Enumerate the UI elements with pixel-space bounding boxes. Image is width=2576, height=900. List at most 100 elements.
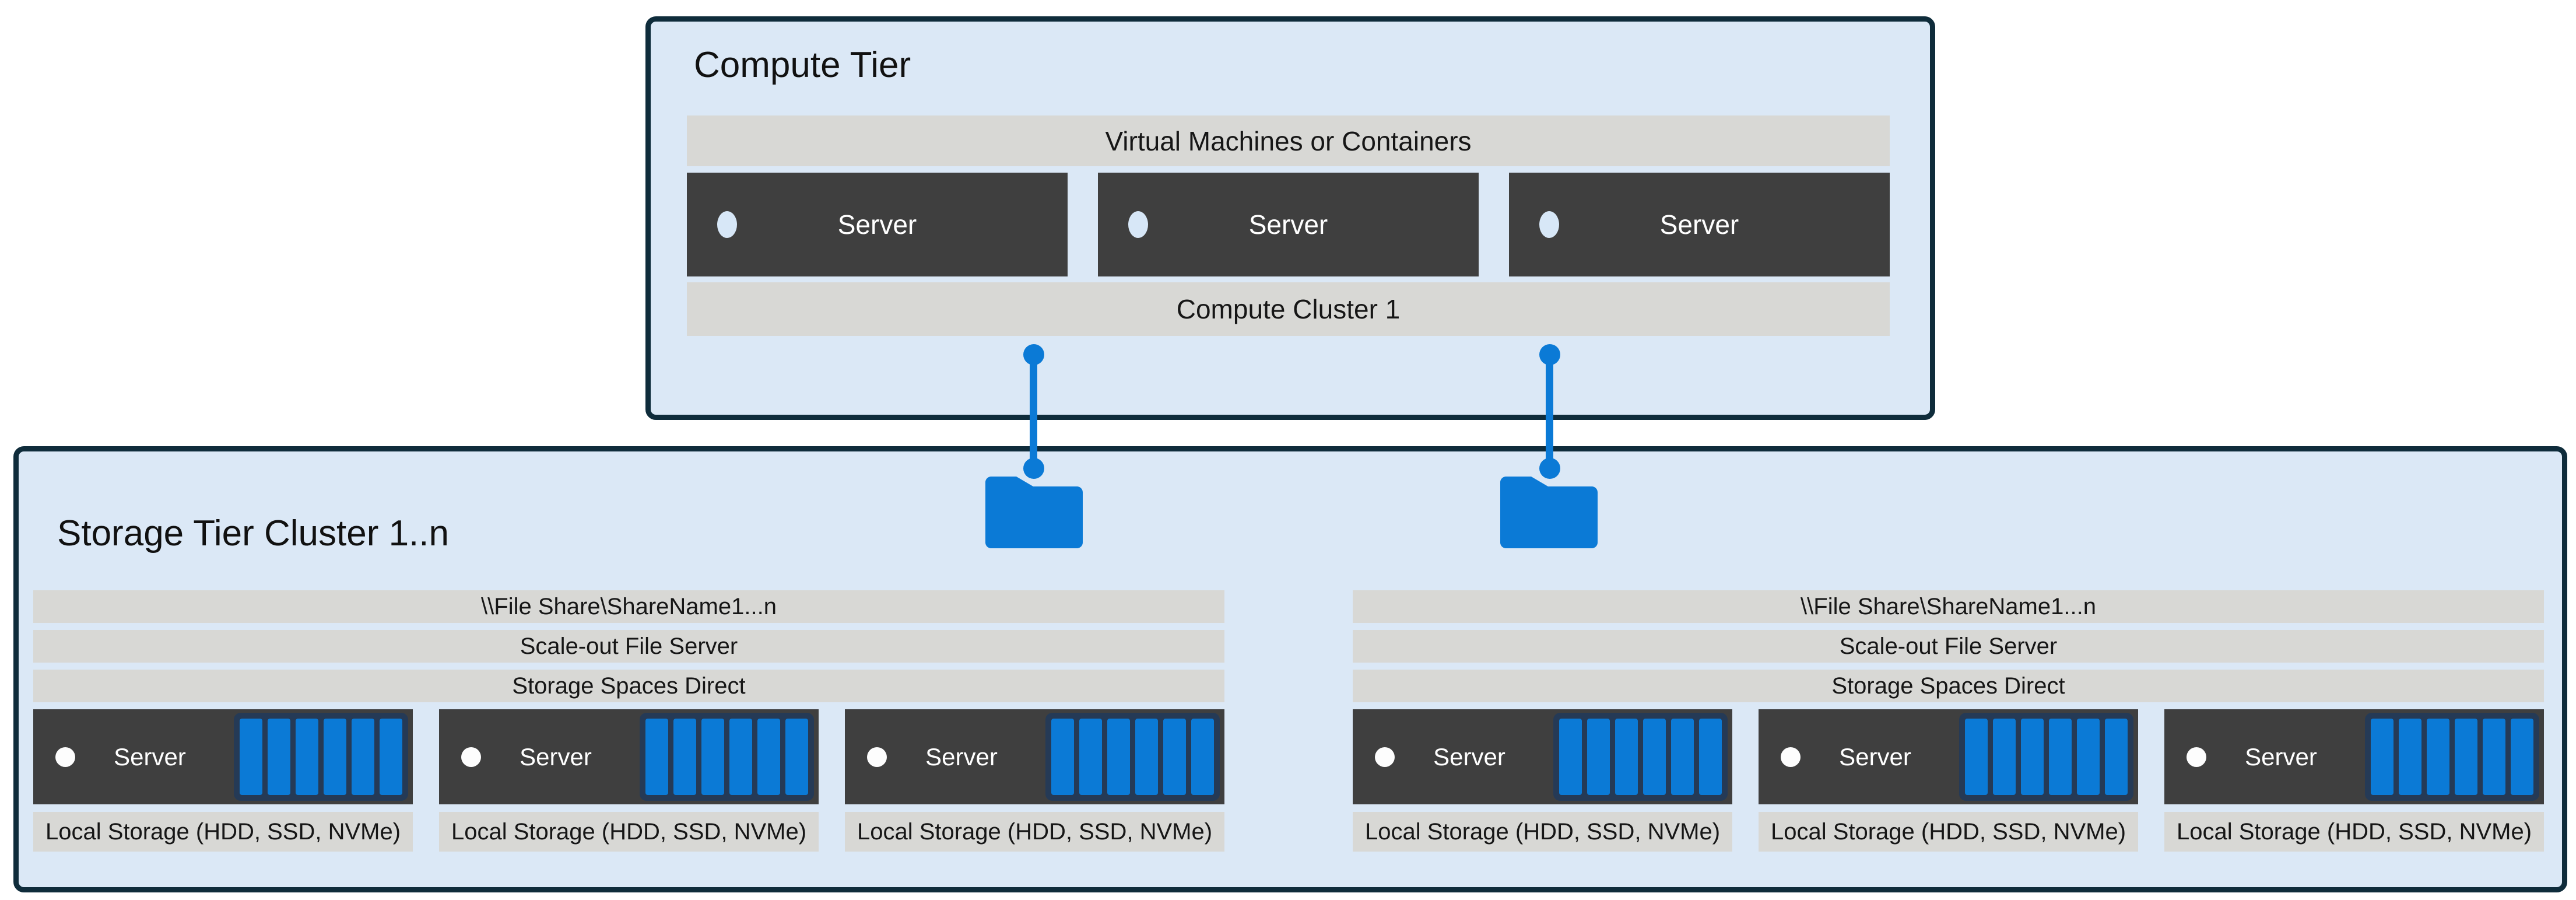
disk-array-icon [1959, 713, 2133, 801]
storage-server-box: Server [33, 709, 413, 804]
status-dot-icon [1539, 211, 1559, 238]
storage-spaces-direct-bar: Storage Spaces Direct [1353, 670, 2544, 702]
server-label: Server [1659, 209, 1739, 240]
connector-dot-icon [1539, 458, 1560, 479]
local-storage-label: Local Storage (HDD, SSD, NVMe) [857, 818, 1213, 845]
disk-icon [1643, 719, 1666, 795]
server-label: Server [1839, 743, 1911, 771]
server-label: Server [2245, 743, 2317, 771]
disk-icon [2049, 719, 2072, 795]
compute-tier-title: Compute Tier [694, 45, 911, 85]
disk-icon [1163, 719, 1186, 795]
local-storage-label: Local Storage (HDD, SSD, NVMe) [2176, 818, 2532, 845]
disk-array-icon [1045, 713, 1220, 801]
disk-icon [701, 719, 724, 795]
local-storage-bar: Local Storage (HDD, SSD, NVMe) [845, 812, 1224, 852]
status-dot-icon [867, 747, 887, 767]
disk-icon [2455, 719, 2477, 795]
disk-icon [729, 719, 752, 795]
disk-icon [2399, 719, 2421, 795]
storage-cluster-group: \\File Share\ShareName1...n Scale-out Fi… [1353, 451, 2544, 887]
connector-line [1030, 355, 1037, 468]
disk-icon [785, 719, 808, 795]
storage-server-box: Server [2164, 709, 2544, 804]
local-storage-label: Local Storage (HDD, SSD, NVMe) [45, 818, 401, 845]
disk-icon [2511, 719, 2533, 795]
server-label: Server [837, 209, 917, 240]
disk-icon [757, 719, 780, 795]
storage-spaces-direct-bar: Storage Spaces Direct [33, 670, 1224, 702]
local-storage-bar: Local Storage (HDD, SSD, NVMe) [33, 812, 413, 852]
status-dot-icon [2187, 747, 2206, 767]
disk-array-icon [1553, 713, 1728, 801]
folder-icon [1500, 477, 1598, 548]
disk-icon [1191, 719, 1214, 795]
compute-server-box: Server [1098, 173, 1479, 276]
local-storage-bar: Local Storage (HDD, SSD, NVMe) [1353, 812, 1732, 852]
disk-array-icon [234, 713, 408, 801]
server-label: Server [520, 743, 592, 771]
file-share-bar: \\File Share\ShareName1...n [1353, 590, 2544, 623]
storage-spaces-direct-label: Storage Spaces Direct [512, 673, 746, 699]
storage-server-box: Server [439, 709, 819, 804]
disk-icon [352, 719, 374, 795]
status-dot-icon [1128, 211, 1148, 238]
disk-icon [1615, 719, 1638, 795]
storage-cluster-group: \\File Share\ShareName1...n Scale-out Fi… [33, 451, 1224, 887]
status-dot-icon [717, 211, 737, 238]
disk-icon [268, 719, 290, 795]
disk-icon [1051, 719, 1074, 795]
status-dot-icon [1375, 747, 1395, 767]
disk-icon [2021, 719, 2044, 795]
disk-icon [1587, 719, 1610, 795]
file-share-bar-label: \\File Share\ShareName1...n [481, 593, 777, 619]
disk-icon [2371, 719, 2393, 795]
scale-out-file-server-label: Scale-out File Server [1839, 633, 2058, 659]
scale-out-file-server-bar: Scale-out File Server [33, 630, 1224, 663]
file-share-bar: \\File Share\ShareName1...n [33, 590, 1224, 623]
local-storage-label: Local Storage (HDD, SSD, NVMe) [451, 818, 807, 845]
disk-icon [296, 719, 318, 795]
disk-array-icon [2365, 713, 2539, 801]
disk-icon [1993, 719, 2016, 795]
status-dot-icon [55, 747, 75, 767]
disk-icon [1079, 719, 1102, 795]
disk-icon [1965, 719, 1988, 795]
disk-icon [1135, 719, 1158, 795]
disk-array-icon [640, 713, 814, 801]
disk-icon [2483, 719, 2505, 795]
connector-dot-icon [1539, 344, 1560, 365]
compute-server-box: Server [1509, 173, 1890, 276]
compute-tier-box: Compute Tier Virtual Machines or Contain… [645, 16, 1935, 420]
scale-out-file-server-bar: Scale-out File Server [1353, 630, 2544, 663]
status-dot-icon [1781, 747, 1801, 767]
server-label: Server [114, 743, 186, 771]
folder-icon [985, 477, 1083, 548]
storage-tier-title: Storage Tier Cluster 1..n [57, 513, 449, 554]
disk-icon [1671, 719, 1694, 795]
local-storage-bar: Local Storage (HDD, SSD, NVMe) [2164, 812, 2544, 852]
disk-icon [645, 719, 668, 795]
disk-icon [324, 719, 346, 795]
disk-icon [1559, 719, 1582, 795]
storage-spaces-direct-label: Storage Spaces Direct [1831, 673, 2065, 699]
connector-dot-icon [1023, 344, 1044, 365]
storage-server-box: Server [1759, 709, 2138, 804]
local-storage-bar: Local Storage (HDD, SSD, NVMe) [439, 812, 819, 852]
virtual-machines-bar-label: Virtual Machines or Containers [1105, 125, 1472, 156]
storage-server-box: Server [845, 709, 1224, 804]
file-share-bar-label: \\File Share\ShareName1...n [1801, 593, 2096, 619]
scale-out-file-server-label: Scale-out File Server [520, 633, 738, 659]
storage-server-box: Server [1353, 709, 1732, 804]
connector-line [1546, 355, 1553, 468]
disk-icon [1107, 719, 1130, 795]
virtual-machines-bar: Virtual Machines or Containers [687, 115, 1890, 166]
disk-icon [380, 719, 402, 795]
status-dot-icon [461, 747, 481, 767]
local-storage-label: Local Storage (HDD, SSD, NVMe) [1770, 818, 2126, 845]
disk-icon [673, 719, 696, 795]
compute-cluster-bar: Compute Cluster 1 [687, 282, 1890, 336]
compute-server-box: Server [687, 173, 1068, 276]
disk-icon [1699, 719, 1722, 795]
